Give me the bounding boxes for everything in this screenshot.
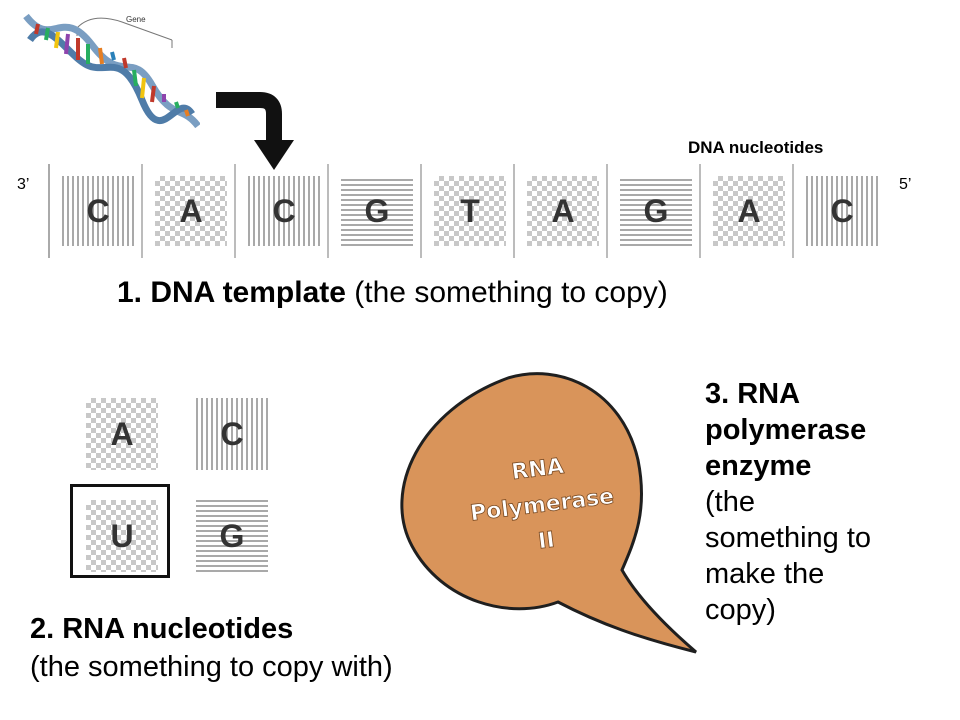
five-prime-label: 5’ bbox=[899, 176, 912, 193]
rna-polymerase-caption: 3. RNA polymerase enzyme (the something … bbox=[705, 376, 945, 628]
rna-nucleotides-caption: 2. RNA nucleotides (the something to cop… bbox=[30, 610, 393, 686]
rna-nucleotide-g: G bbox=[196, 500, 268, 572]
enzyme-label-line3: II bbox=[537, 528, 556, 555]
dna-segment: G bbox=[606, 164, 699, 258]
dna-nucleotide-tile: A bbox=[155, 176, 227, 246]
caption2-line1: 2. RNA nucleotides bbox=[30, 613, 294, 645]
dna-nucleotide-tile: C bbox=[806, 176, 878, 246]
rna-nucleotide-c: C bbox=[196, 398, 268, 470]
dna-nucleotide-tile: G bbox=[341, 176, 413, 246]
dna-segment: A bbox=[513, 164, 606, 258]
dna-nucleotide-tile: C bbox=[248, 176, 320, 246]
dna-segment: C bbox=[792, 164, 885, 258]
caption2-line2: (the something to copy with) bbox=[30, 651, 393, 683]
caption3-line5: something to bbox=[705, 522, 872, 554]
caption3-line7: copy) bbox=[705, 594, 776, 626]
dna-segment: C bbox=[48, 164, 141, 258]
dna-template-strand: C A C G T A G A C bbox=[48, 164, 888, 258]
gene-label: Gene bbox=[126, 15, 146, 24]
dna-segment: C bbox=[234, 164, 327, 258]
three-prime-label: 3’ bbox=[17, 176, 30, 193]
dna-segment: A bbox=[699, 164, 792, 258]
dna-nucleotide-tile: A bbox=[527, 176, 599, 246]
caption-rest: (the something to copy) bbox=[345, 276, 668, 309]
dna-nucleotide-tile: A bbox=[713, 176, 785, 246]
caption3-line1: 3. RNA bbox=[705, 378, 801, 410]
dna-nucleotide-tile: C bbox=[62, 176, 134, 246]
caption3-line4: (the bbox=[705, 486, 755, 518]
caption-bold: 1. DNA template bbox=[117, 276, 346, 309]
caption3-line3: enzyme bbox=[705, 450, 812, 482]
curved-arrow-icon bbox=[216, 92, 294, 170]
dna-nucleotide-tile: G bbox=[620, 176, 692, 246]
dna-segment: G bbox=[327, 164, 420, 258]
dna-nucleotide-tile: T bbox=[434, 176, 506, 246]
caption3-line2: polymerase bbox=[705, 414, 867, 446]
dna-segment: T bbox=[420, 164, 513, 258]
dna-template-caption: 1. DNA template (the something to copy) bbox=[117, 276, 668, 310]
dna-helix-illustration: Gene bbox=[22, 10, 200, 128]
rna-polymerase-shape: RNA Polymerase II bbox=[400, 372, 697, 654]
rna-nucleotide-u: U bbox=[86, 500, 158, 572]
dna-segment: A bbox=[141, 164, 234, 258]
caption3-line6: make the bbox=[705, 558, 825, 590]
rna-nucleotide-a: A bbox=[86, 398, 158, 470]
dna-nucleotides-label: DNA nucleotides bbox=[688, 138, 824, 157]
uracil-highlight-box bbox=[70, 484, 170, 578]
